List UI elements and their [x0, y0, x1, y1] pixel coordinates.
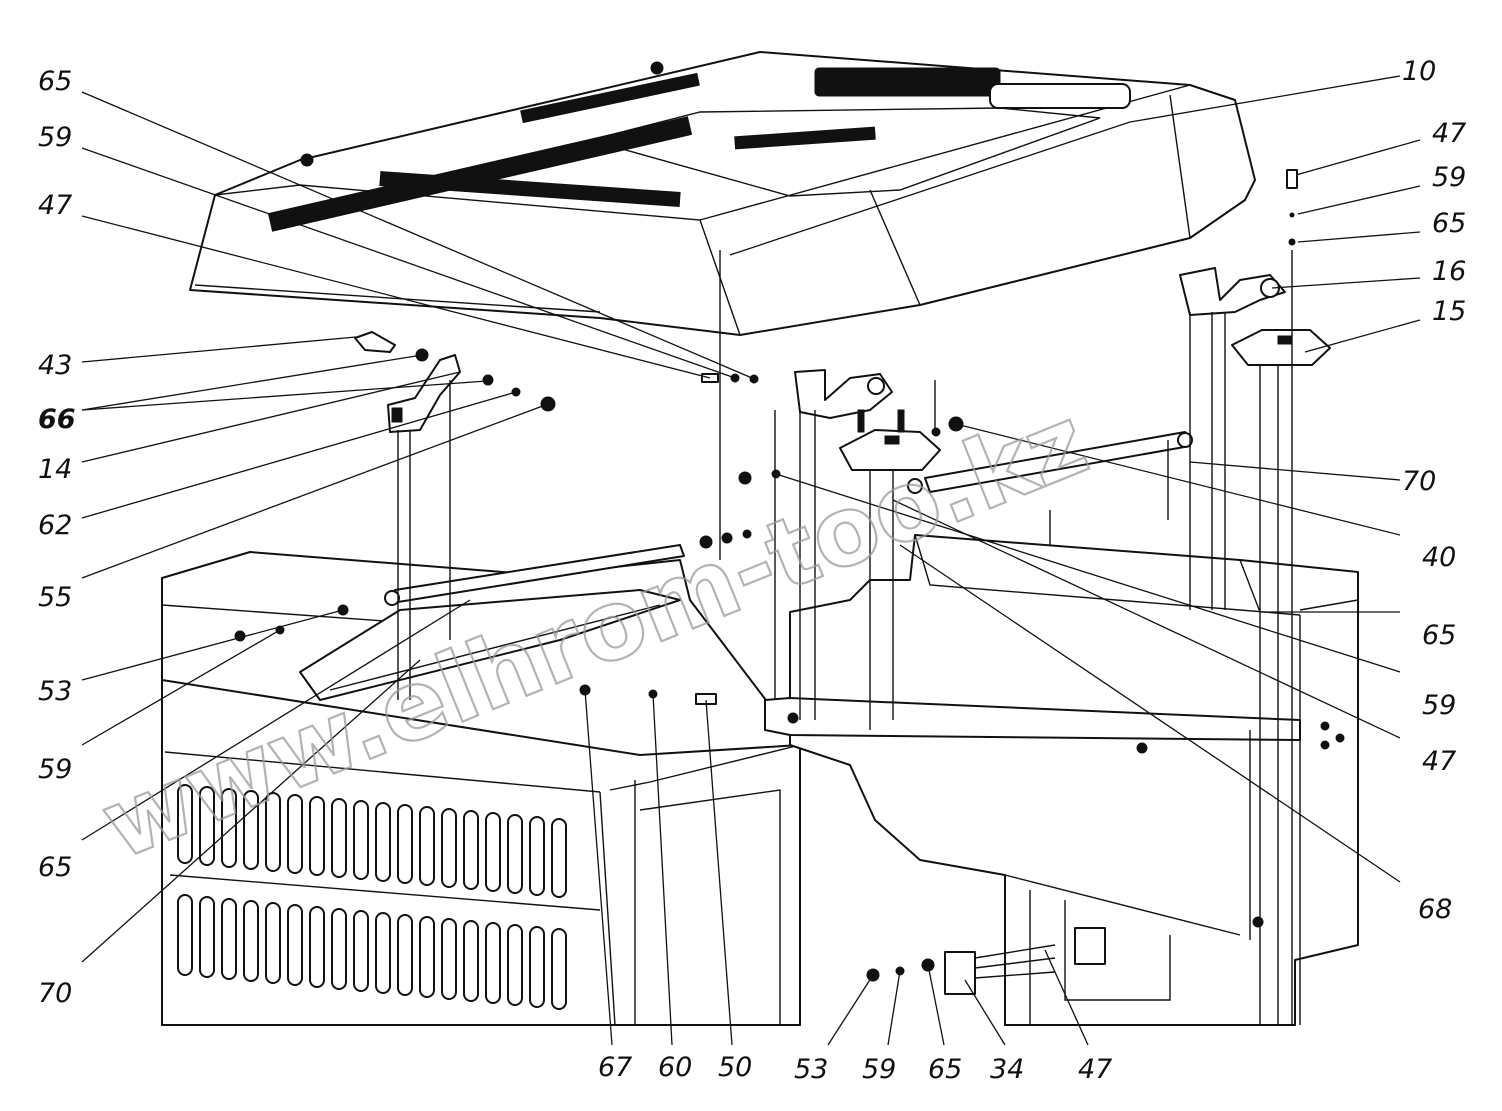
latch-center: [839, 409, 941, 471]
leader-lines: [81, 75, 1421, 1046]
callout-67: 67: [598, 1052, 632, 1083]
callout-60: 60: [658, 1052, 692, 1083]
callout-62: 62: [38, 510, 72, 541]
hinge-bracket-center: [794, 369, 893, 419]
callout-40: 40: [1422, 542, 1456, 573]
callout-59-right-top: 59: [1432, 162, 1466, 193]
callout-65-top: 65: [38, 66, 72, 97]
callout-65-left: 65: [38, 852, 72, 883]
callout-53-bottom: 53: [794, 1054, 828, 1085]
right-body: [764, 534, 1359, 1026]
callout-50: 50: [718, 1052, 752, 1083]
callout-34: 34: [990, 1054, 1024, 1085]
callout-16: 16: [1432, 256, 1466, 287]
callout-59-bottom: 59: [862, 1054, 896, 1085]
callout-47-bottom: 47: [1078, 1054, 1112, 1085]
callout-59-right: 59: [1422, 690, 1456, 721]
callout-65-right: 65: [1422, 620, 1456, 651]
callout-15: 15: [1432, 296, 1466, 327]
gas-strut-70-left: [384, 544, 685, 606]
callout-59-top: 59: [38, 122, 72, 153]
callout-labels: 65 59 47 43 66 14 62 55 53 59 65 70 10 4…: [38, 56, 1466, 1085]
callout-53-left: 53: [38, 676, 72, 707]
callout-59-left: 59: [38, 754, 72, 785]
callout-66: 66: [38, 404, 76, 435]
louvre-slots: [177, 784, 567, 1010]
callout-65-right-top: 65: [1432, 208, 1466, 239]
callout-47-right: 47: [1422, 746, 1456, 777]
callout-47-right-top: 47: [1432, 118, 1466, 149]
callout-65-bottom: 65: [928, 1054, 962, 1085]
hinge-bracket-16: [1179, 267, 1286, 316]
latch-15: [1231, 329, 1331, 366]
hinge-bracket-14: [387, 354, 461, 433]
callout-47-top: 47: [38, 190, 72, 221]
callout-68: 68: [1418, 894, 1452, 925]
callout-10: 10: [1402, 56, 1436, 87]
top-cover: [189, 51, 1256, 336]
callout-70-left: 70: [38, 978, 72, 1009]
assembly-guide-lines: [397, 250, 1293, 1025]
callout-70-right: 70: [1402, 466, 1436, 497]
callout-14: 14: [38, 454, 72, 485]
callout-43: 43: [38, 350, 72, 381]
callout-55: 55: [38, 582, 72, 613]
